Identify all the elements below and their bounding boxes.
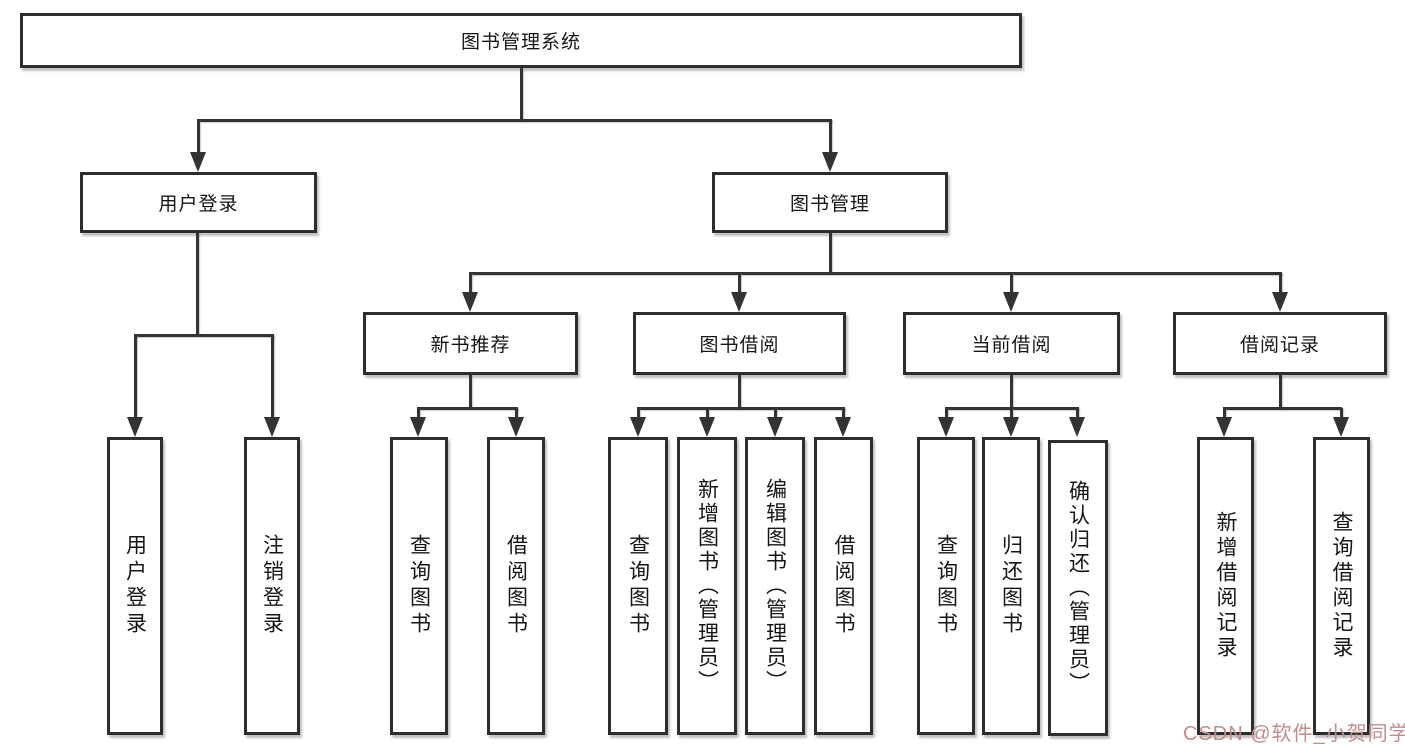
leaf-borrow-borrow: 借阅图书 xyxy=(814,437,873,735)
node-root: 图书管理系统 xyxy=(20,13,1022,68)
arrowhead-borrow-record xyxy=(1272,292,1288,312)
arrowhead-book-borrow xyxy=(731,292,747,312)
csdn-watermark: CSDN @软件_小贺同学 xyxy=(1183,723,1405,745)
connector-current-stem xyxy=(1010,375,1013,409)
connector-borrow-drop-1 xyxy=(637,408,640,420)
connector-borrow-drop-4 xyxy=(842,408,845,420)
connector-login-drop-2 xyxy=(271,335,274,419)
arrowhead-borrow-leaf-4 xyxy=(835,417,851,437)
arrowhead-current-borrow xyxy=(1003,292,1019,312)
connector-current-drop-3 xyxy=(1076,408,1079,420)
arrowhead-current-leaf-3 xyxy=(1069,417,1085,437)
arrowhead-book-mgmt xyxy=(822,152,838,172)
node-borrow-record: 借阅记录 xyxy=(1173,312,1387,375)
connector-borrow-stem xyxy=(738,375,741,409)
arrowhead-borrow-leaf-2 xyxy=(699,417,715,437)
connector-current-drop-1 xyxy=(945,408,948,420)
arrowhead-record-leaf-1 xyxy=(1216,417,1232,437)
node-current-borrow: 当前借阅 xyxy=(903,312,1120,375)
connector-borrow-rail xyxy=(637,407,845,410)
arrowhead-newbook-leaf-2 xyxy=(508,417,524,437)
arrowhead-user-login xyxy=(190,152,206,172)
leaf-logout: 注销登录 xyxy=(244,437,300,735)
node-book-mgmt: 图书管理 xyxy=(712,172,948,233)
connector-record-stem xyxy=(1279,375,1282,409)
connector-root-rail xyxy=(197,119,832,122)
connector-record-drop-1 xyxy=(1223,408,1226,420)
connector-mgmt-drop-1 xyxy=(469,273,472,293)
connector-login-rail xyxy=(134,334,274,337)
arrowhead-login-leaf-1 xyxy=(127,417,143,437)
leaf-newbook-borrow: 借阅图书 xyxy=(487,437,545,735)
leaf-borrow-query: 查询图书 xyxy=(608,437,668,735)
connector-mgmt-drop-3 xyxy=(1010,273,1013,293)
arrowhead-newbook-leaf-1 xyxy=(410,417,426,437)
leaf-newbook-query: 查询图书 xyxy=(390,437,448,735)
node-new-book: 新书推荐 xyxy=(363,312,578,375)
arrowhead-current-leaf-1 xyxy=(938,417,954,437)
node-user-login: 用户登录 xyxy=(80,172,317,233)
leaf-current-confirm-admin: 确认归还（管理员） xyxy=(1048,440,1108,736)
arrowhead-borrow-leaf-3 xyxy=(767,417,783,437)
connector-mgmt-stem xyxy=(829,233,832,273)
connector-root-right-drop xyxy=(829,120,832,154)
connector-current-drop-2 xyxy=(1010,408,1013,420)
arrowhead-new-book xyxy=(462,292,478,312)
connector-newbook-drop-2 xyxy=(515,408,518,420)
connector-login-drop-1 xyxy=(134,335,137,419)
connector-newbook-rail xyxy=(417,407,518,410)
connector-mgmt-drop-4 xyxy=(1279,273,1282,293)
leaf-current-query: 查询图书 xyxy=(917,437,975,735)
connector-borrow-drop-3 xyxy=(774,408,777,420)
connector-newbook-drop-1 xyxy=(417,408,420,420)
arrowhead-login-leaf-2 xyxy=(264,417,280,437)
leaf-user-login: 用户登录 xyxy=(107,437,163,735)
connector-borrow-drop-2 xyxy=(706,408,709,420)
leaf-current-return: 归还图书 xyxy=(982,437,1040,735)
arrowhead-record-leaf-2 xyxy=(1333,417,1349,437)
connector-record-drop-2 xyxy=(1340,408,1343,420)
connector-record-rail xyxy=(1223,407,1342,410)
arrowhead-borrow-leaf-1 xyxy=(630,417,646,437)
node-book-borrow: 图书借阅 xyxy=(633,312,846,375)
leaf-record-add: 新增借阅记录 xyxy=(1197,437,1254,735)
connector-root-left-drop xyxy=(197,120,200,154)
connector-newbook-stem xyxy=(469,375,472,409)
arrowhead-current-leaf-2 xyxy=(1003,417,1019,437)
connector-root-stem xyxy=(520,68,523,121)
connector-mgmt-drop-2 xyxy=(738,273,741,293)
leaf-borrow-edit-admin: 编辑图书（管理员） xyxy=(745,437,805,735)
leaf-record-query: 查询借阅记录 xyxy=(1313,437,1370,735)
connector-mgmt-rail xyxy=(469,272,1282,275)
leaf-borrow-add-admin: 新增图书（管理员） xyxy=(677,437,737,735)
connector-login-stem xyxy=(196,233,199,335)
